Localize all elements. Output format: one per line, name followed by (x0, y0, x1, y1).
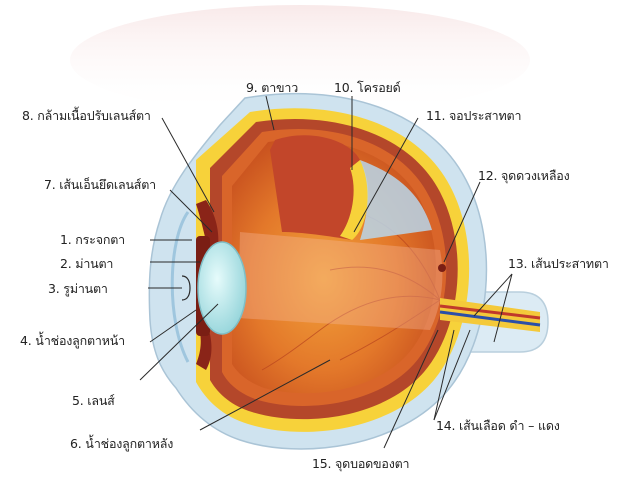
label-cornea: 1. กระจกตา (60, 232, 125, 248)
label-lens: 5. เลนส์ (72, 393, 115, 409)
retina-flap (270, 135, 360, 240)
label-suspensory-ligament: 7. เส้นเอ็นยึดเลนส์ตา (44, 177, 156, 193)
label-blind-spot: 15. จุดบอดของตา (312, 456, 409, 472)
label-vessels: 14. เส้นเลือด ดำ – แดง (436, 418, 560, 434)
macula-spot (438, 264, 446, 272)
label-ciliary-muscle: 8. กล้ามเนื้อปรับเลนส์ตา (22, 108, 151, 124)
lens (198, 242, 246, 334)
label-aqueous-humor: 4. น้ำช่องลูกตาหน้า (20, 333, 125, 349)
label-iris: 2. ม่านตา (60, 256, 113, 272)
label-macula: 12. จุดดวงเหลือง (478, 168, 570, 184)
label-choroid: 10. โครอยด์ (334, 80, 401, 96)
label-optic-nerve: 13. เส้นประสาทตา (508, 256, 609, 272)
label-vitreous-humor: 6. น้ำช่องลูกตาหลัง (70, 436, 173, 452)
label-retina: 11. จอประสาทตา (426, 108, 521, 124)
label-sclera: 9. ตาขาว (246, 80, 298, 96)
label-pupil: 3. รูม่านตา (48, 281, 108, 297)
